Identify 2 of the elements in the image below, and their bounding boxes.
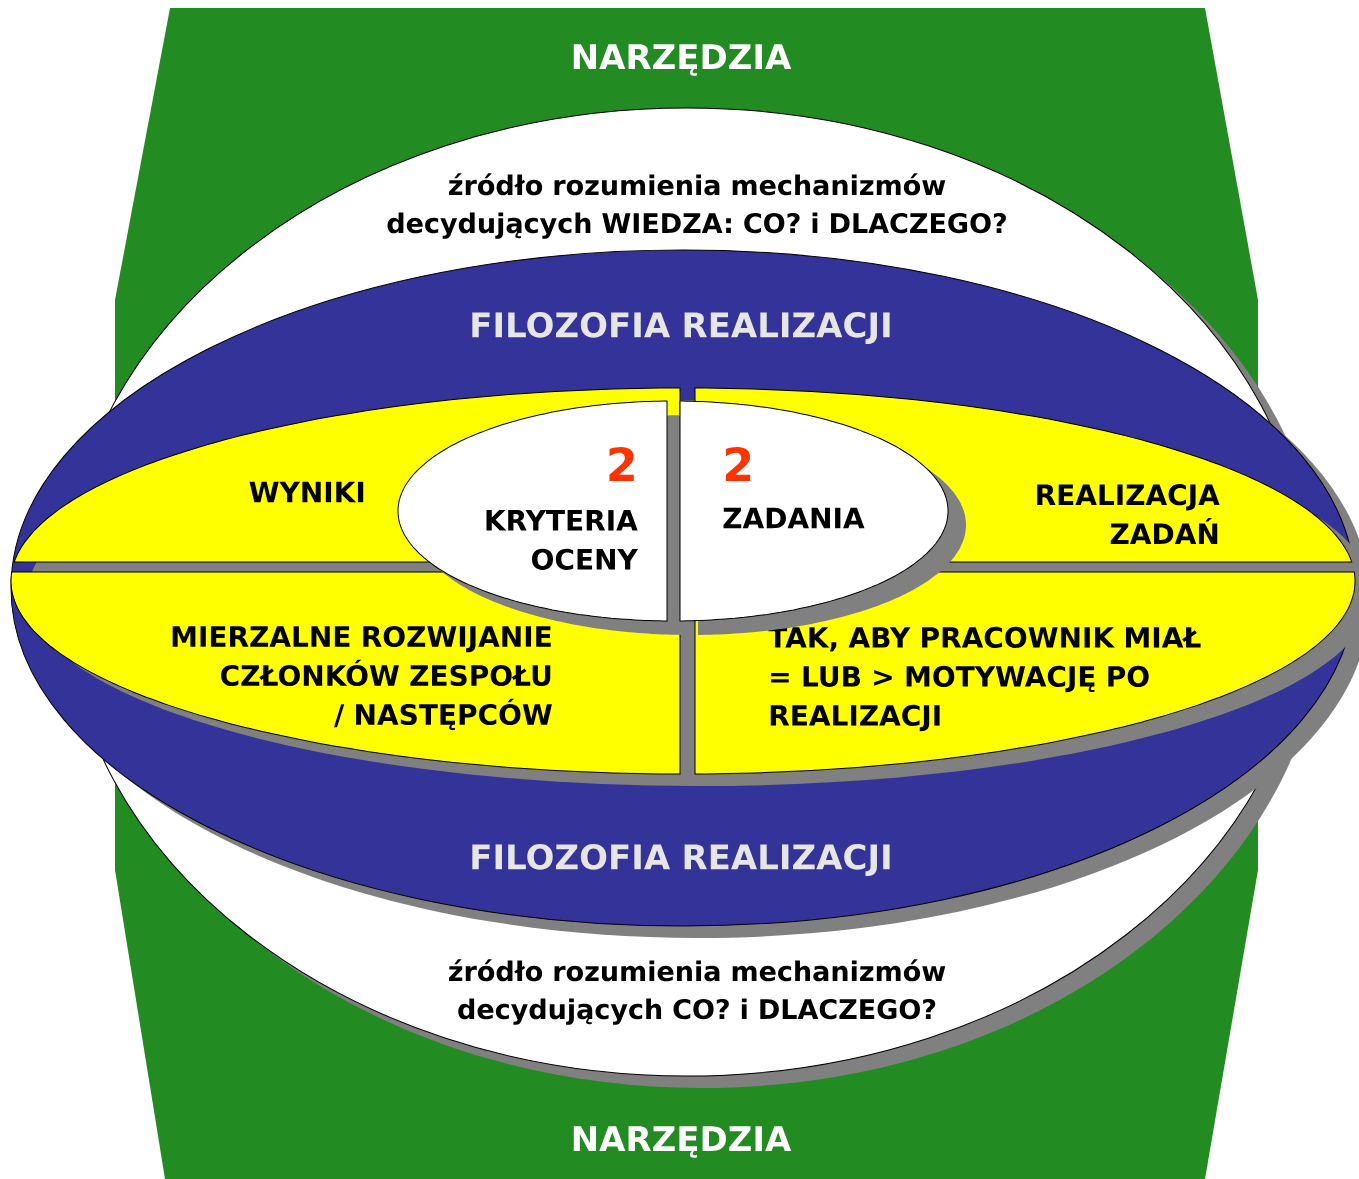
node-label: 2 — [725, 446, 751, 482]
node-label: ZADANIA — [723, 507, 865, 529]
